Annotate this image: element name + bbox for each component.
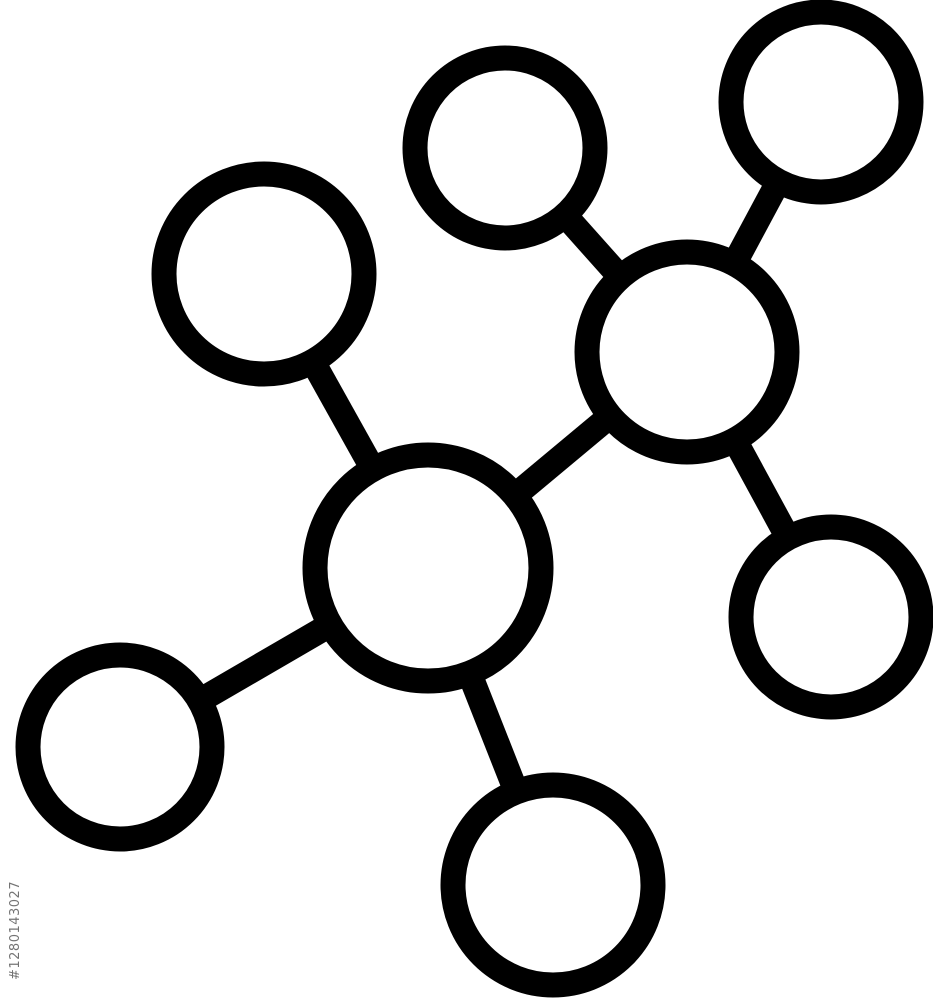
node-hub-b-circle xyxy=(574,239,800,465)
node-left-circle xyxy=(15,642,225,852)
node-top-right-circle xyxy=(718,0,924,205)
stock-id-watermark: #1280143027 xyxy=(8,880,23,980)
network-nodes xyxy=(15,0,933,998)
node-hub-a-circle xyxy=(302,442,554,694)
node-top-mid-circle xyxy=(402,45,608,251)
node-bottom-circle xyxy=(440,772,666,998)
node-right-circle xyxy=(728,514,933,720)
node-top-left-circle xyxy=(151,161,377,387)
